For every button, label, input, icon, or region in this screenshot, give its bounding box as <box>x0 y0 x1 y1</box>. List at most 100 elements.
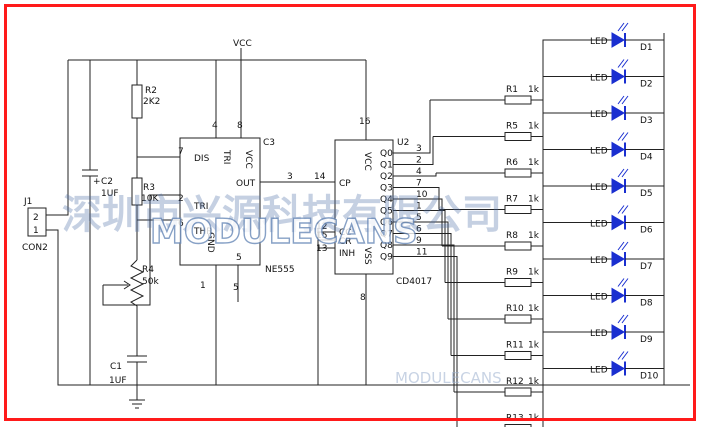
resistor-to-led-5 <box>531 185 612 247</box>
resistor-r5-ref: R5 <box>506 122 518 132</box>
watermark-footer: MODULECANS <box>395 369 502 387</box>
ne555-pin2: 2 <box>178 194 184 204</box>
cd4017-output-q4: Q4 <box>380 195 393 205</box>
ne555-pin4: 4 <box>212 121 218 131</box>
resistor-r11-ref: R11 <box>506 341 524 351</box>
cd4017-cr: CR <box>339 237 352 247</box>
led-d5-ref: D5 <box>640 189 653 199</box>
led-d5-label: LED <box>590 183 608 193</box>
resistor-to-led-7 <box>531 258 612 320</box>
ne555-pin1: 1 <box>200 281 206 291</box>
cd4017-cc: CC <box>339 228 352 238</box>
ground-symbol <box>129 399 145 409</box>
static-wires <box>27 33 690 409</box>
resistor-r11-value: 1k <box>528 341 540 351</box>
r4-wiper-wire <box>102 194 180 306</box>
r2-ref: R2 <box>145 86 157 96</box>
resistor-r13-body <box>504 424 532 427</box>
led-d9-rays <box>617 314 629 324</box>
c2-body <box>82 60 98 385</box>
cd4017-pin16: 16 <box>359 117 371 127</box>
cd4017-out-pin-q2: 4 <box>416 167 422 177</box>
output-wire-10 <box>393 256 458 427</box>
led-d8-ref: D8 <box>640 299 653 309</box>
ne555-pin7: 7 <box>178 147 184 157</box>
ne555-vcc: VCC <box>243 150 253 169</box>
ne555-tri: TRI <box>193 202 208 212</box>
led-d2-icon <box>611 68 625 85</box>
ne555-body <box>179 137 261 266</box>
led-d6-rays <box>617 205 629 214</box>
cd4017-output-q8: Q8 <box>380 241 393 251</box>
ne555-gnd: GND <box>205 232 215 253</box>
j1-pin2: 2 <box>33 213 39 223</box>
cd4017-pin15: 15 <box>316 231 327 241</box>
cd4017-output-q0: Q0 <box>380 149 393 159</box>
resistor-r6-ref: R6 <box>506 158 518 168</box>
r3-ref: R3 <box>143 183 155 193</box>
cd4017-vss: VSS <box>362 247 372 265</box>
ne555-top-pins <box>215 60 242 138</box>
led-d9-ref: D9 <box>640 335 653 345</box>
c1-value: 1UF <box>109 376 127 386</box>
cd4017-output-q2: Q2 <box>380 172 393 182</box>
output-wire-9 <box>393 244 455 392</box>
resistor-r9-ref: R9 <box>506 268 518 278</box>
output-wire-7 <box>393 221 449 319</box>
led-d2-rays <box>617 59 629 68</box>
led-d3-icon <box>611 105 625 121</box>
resistor-r10-value: 1k <box>528 304 540 314</box>
led-d1-icon <box>611 32 625 48</box>
resistor-to-led-6 <box>531 222 612 283</box>
r3-value: 10K <box>141 194 159 204</box>
led-d10-ref: D10 <box>640 372 659 382</box>
ne555-pin5: 5 <box>233 283 239 293</box>
led-d6-icon <box>611 214 625 231</box>
resistor-r12-ref: R12 <box>506 377 524 387</box>
cd4017-output-q9: Q9 <box>380 253 393 263</box>
j1-ref: J1 <box>23 197 32 207</box>
output-wire-5 <box>393 198 443 246</box>
cd4017-output-q5: Q5 <box>380 207 393 217</box>
r4-ref: R4 <box>142 265 154 275</box>
led-d6-label: LED <box>590 220 608 230</box>
led-d7-icon <box>611 251 625 267</box>
output-wire-2 <box>393 136 434 165</box>
ne555-pin5-inner: 5 <box>236 253 242 263</box>
red-border-frame <box>4 4 696 421</box>
cd4017-body <box>334 139 394 275</box>
j1-pin1: 1 <box>33 226 39 236</box>
output-wire-8 <box>393 233 452 356</box>
cd4017-part: CD4017 <box>396 277 432 287</box>
r4-wiper-arrow <box>123 280 131 290</box>
watermark-cn: 深圳市兴源科技有限公司 <box>62 192 502 238</box>
led-d5-rays <box>617 168 629 178</box>
cd4017-out-pin-q5: 1 <box>416 202 422 212</box>
output-wire-6 <box>393 210 446 283</box>
cd4017-out-pin-q3: 7 <box>416 179 422 189</box>
led-d8-label: LED <box>590 293 608 303</box>
j1-body <box>27 207 47 237</box>
resistor-r8-value: 1k <box>528 231 540 241</box>
ne555-dis: DIS <box>194 154 210 164</box>
c2-value: 1UF <box>101 189 119 199</box>
resistor-to-led-10 <box>542 368 612 427</box>
r4-body <box>129 259 145 350</box>
c1-body <box>127 350 147 400</box>
led-d10-label: LED <box>590 366 608 376</box>
led-d3-ref: D3 <box>640 116 653 126</box>
r3-body <box>131 177 143 206</box>
resistor-r10-ref: R10 <box>506 304 524 314</box>
resistor-to-led-1 <box>531 39 612 101</box>
led-d10-icon <box>611 360 625 377</box>
resistor-r7-ref: R7 <box>506 195 518 205</box>
ne555-out: OUT <box>236 179 256 189</box>
cd4017-pin12: 12 <box>316 222 327 232</box>
led-d7-ref: D7 <box>640 262 653 272</box>
j1-pin2-wire <box>46 60 69 216</box>
resistor-r1-value: 1k <box>528 85 540 95</box>
r4-value: 50k <box>142 277 159 287</box>
